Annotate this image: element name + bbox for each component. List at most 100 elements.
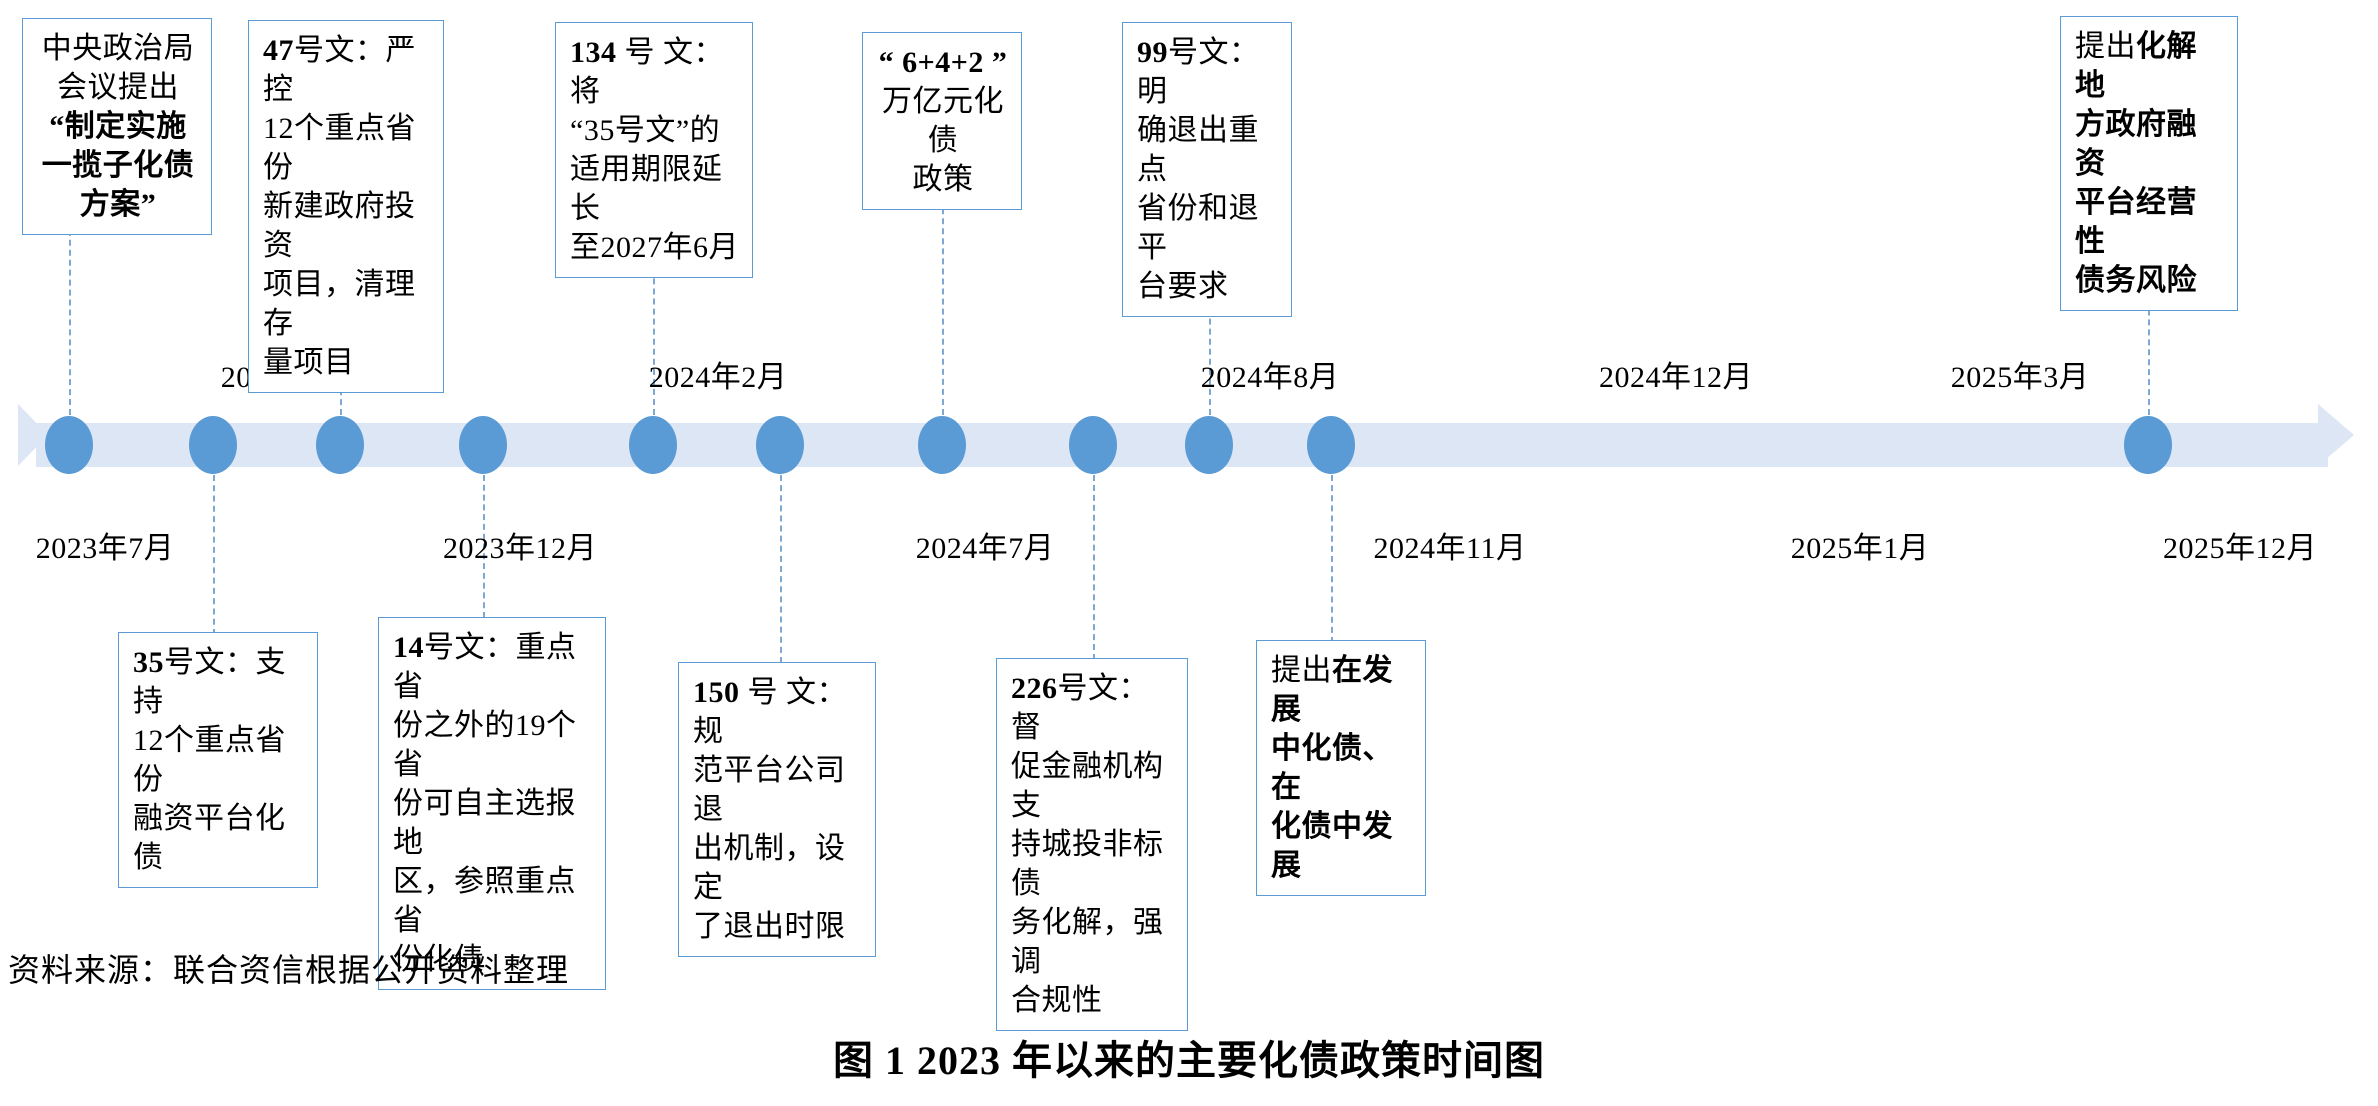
callout-text: 号 文： 将 <box>570 36 724 108</box>
callout-line: 份可自主选报地 <box>393 784 593 862</box>
callout-line: 47号文：严控 <box>263 31 431 109</box>
callout-text: 12个重点省份 <box>133 724 286 796</box>
callout-line: 提出化解地 <box>2075 27 2225 105</box>
callout-box-9[interactable]: 提出在发展中化债、在化债中发展 <box>1256 640 1426 896</box>
callout-text: 政策 <box>912 163 974 196</box>
date-label-2023-07: 2023年7月 <box>35 532 175 565</box>
callout-line: 量项目 <box>263 343 431 382</box>
callout-line: 化债中发展 <box>1271 807 1413 885</box>
callout-text: 号文：重点省 <box>393 631 577 703</box>
callout-line: 份化债 <box>393 940 593 979</box>
callout-text: 出机制，设定 <box>693 832 846 904</box>
callout-text-bold: 中化债、在 <box>1271 732 1393 804</box>
callout-box-7[interactable]: 226号文：督促金融机构支持城投非标债务化解，强调合规性 <box>996 658 1188 1031</box>
timeline-node-3[interactable] <box>459 416 507 474</box>
callout-line: 务化解，强调 <box>1011 903 1175 981</box>
callout-box-8[interactable]: 99号文：明确退出重点省份和退平台要求 <box>1122 22 1292 317</box>
callout-text-bold: 债务风险 <box>2075 264 2197 297</box>
callout-line: 12个重点省份 <box>133 721 305 799</box>
callout-line: 台要求 <box>1137 267 1279 306</box>
callout-text: 号 文： 规 <box>693 676 847 748</box>
callout-text: 12个重点省份 <box>263 112 416 184</box>
callout-text: 合规性 <box>1011 984 1103 1017</box>
callout-line: 区，参照重点省 <box>393 862 593 940</box>
timeline-node-6[interactable] <box>918 416 966 474</box>
timeline-node-10[interactable] <box>2124 416 2172 474</box>
callout-text: 范平台公司退 <box>693 754 846 826</box>
connector-line-3 <box>483 475 485 618</box>
callout-text-bold: 平台经营性 <box>2075 186 2197 258</box>
callout-text: 区，参照重点省 <box>393 865 576 937</box>
date-label-2025-01: 2025年1月 <box>1790 532 1930 565</box>
timeline-node-8[interactable] <box>1185 416 1233 474</box>
callout-text-bold: “制定实施 <box>49 110 187 143</box>
timeline-bar <box>36 423 2328 467</box>
date-label-2025-12: 2025年12月 <box>2163 532 2317 565</box>
callout-text: 提出 <box>1271 654 1332 687</box>
callout-text-bold: 35 <box>133 646 164 679</box>
callout-text-bold: 134 <box>570 36 617 69</box>
callout-line: 提出在发展 <box>1271 651 1413 729</box>
callout-line: 会议提出 <box>37 68 199 107</box>
callout-box-10[interactable]: 提出化解地方政府融资平台经营性债务风险 <box>2060 16 2238 311</box>
callout-box-0[interactable]: 中央政治局会议提出“制定实施一揽子化债方案” <box>22 18 212 235</box>
callout-line: 债务风险 <box>2075 261 2225 300</box>
callout-line: 99号文：明 <box>1137 33 1279 111</box>
timeline-node-0[interactable] <box>45 416 93 474</box>
callout-line: 份之外的19个省 <box>393 706 593 784</box>
callout-line: 14号文：重点省 <box>393 628 593 706</box>
callout-box-4[interactable]: 134 号 文： 将 “35号文”的适用期限延长至2027年6月 <box>555 22 753 278</box>
callout-line: 方案” <box>37 185 199 224</box>
callout-line: 方政府融资 <box>2075 105 2225 183</box>
connector-line-7 <box>1093 475 1095 660</box>
callout-text: 份化债 <box>393 943 485 976</box>
callout-text: 量项目 <box>263 346 355 379</box>
callout-box-6[interactable]: “ 6+4+2 ”万亿元化债政策 <box>862 32 1022 210</box>
callout-line: 省份和退平 <box>1137 189 1279 267</box>
callout-line: 持城投非标债 <box>1011 825 1175 903</box>
callout-text-bold: 方政府融资 <box>2075 108 2197 180</box>
callout-text: 至2027年6月 <box>570 231 739 264</box>
callout-line: “ 6+4+2 ” <box>877 43 1009 82</box>
connector-line-9 <box>1331 475 1333 643</box>
callout-text: 份可自主选报地 <box>393 787 576 859</box>
callout-text-bold: 化债中发展 <box>1271 810 1393 882</box>
callout-line: 至2027年6月 <box>570 228 740 267</box>
callout-box-3[interactable]: 14号文：重点省份之外的19个省份可自主选报地区，参照重点省份化债 <box>378 617 606 990</box>
callout-box-5[interactable]: 150 号 文： 规范平台公司退出机制，设定了退出时限 <box>678 662 876 957</box>
timeline-node-7[interactable] <box>1069 416 1117 474</box>
callout-text-bold: 方案” <box>79 188 157 221</box>
callout-text: 号文：支持 <box>133 646 286 718</box>
date-label-2024-07: 2024年7月 <box>915 532 1055 565</box>
date-label-2025-03: 2025年3月 <box>1950 361 2090 394</box>
callout-line: “35号文”的 <box>570 111 740 150</box>
timeline-node-9[interactable] <box>1307 416 1355 474</box>
callout-text: 号文：严控 <box>263 34 416 106</box>
callout-line: 项目，清理存 <box>263 265 431 343</box>
callout-line: 平台经营性 <box>2075 183 2225 261</box>
connector-line-5 <box>780 475 782 663</box>
source-note: 资料来源：联合资信根据公开资料整理 <box>8 952 570 988</box>
callout-text: 融资平台化债 <box>133 802 286 874</box>
callout-line: 一揽子化债 <box>37 146 199 185</box>
date-label-2024-02: 2024年2月 <box>648 361 788 394</box>
connector-line-0 <box>69 200 71 415</box>
callout-text: “35号文”的 <box>570 114 721 147</box>
timeline-arrow-head <box>2318 404 2354 466</box>
connector-line-1 <box>213 475 215 635</box>
connector-line-6 <box>942 148 944 415</box>
callout-text: 项目，清理存 <box>263 268 416 340</box>
callout-line: 适用期限延长 <box>570 150 740 228</box>
date-label-2024-12: 2024年12月 <box>1599 361 1753 394</box>
figure-caption: 图 1 2023 年以来的主要化债政策时间图 <box>833 1038 1545 1083</box>
timeline-node-2[interactable] <box>316 416 364 474</box>
date-label-2024-08: 2024年8月 <box>1200 361 1340 394</box>
timeline-node-1[interactable] <box>189 416 237 474</box>
callout-text: 会议提出 <box>57 71 179 104</box>
timeline-node-4[interactable] <box>629 416 677 474</box>
timeline-node-5[interactable] <box>756 416 804 474</box>
date-label-2024-11: 2024年11月 <box>1373 532 1527 565</box>
